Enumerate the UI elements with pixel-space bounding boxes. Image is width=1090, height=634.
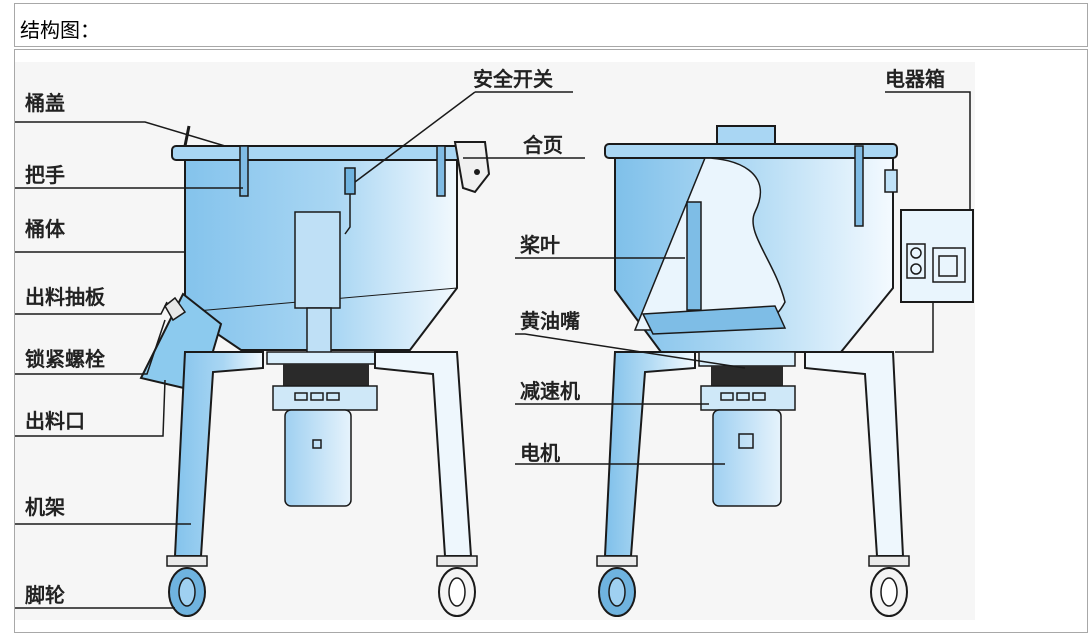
label-paddle: 桨叶 [520,233,560,257]
title-cell: 结构图： [14,3,1088,47]
callout-labels: 桶盖 把手 桶体 出料抽板 锁紧螺栓 出料口 机架 脚轮 安全开关 合页 电器箱… [25,67,945,607]
label-caster: 脚轮 [25,583,65,607]
leader-lines [15,91,971,609]
label-grease-nipple: 黄油嘴 [520,309,580,333]
page-title: 结构图： [20,18,100,42]
structure-diagram: 桶盖 把手 桶体 出料抽板 锁紧螺栓 出料口 机架 脚轮 安全开关 合页 电器箱… [15,62,975,620]
left-mixer [139,125,491,617]
label-electric-box: 电器箱 [885,67,945,91]
right-mixer [596,125,974,617]
label-barrel: 桶体 [25,217,66,241]
label-frame: 机架 [25,495,65,519]
label-hinge: 合页 [523,133,563,157]
label-safety-switch: 安全开关 [473,67,553,91]
label-discharge-gate: 出料抽板 [25,285,106,309]
label-discharge-outlet: 出料口 [25,409,85,433]
label-motor: 电机 [520,441,560,465]
label-reducer: 减速机 [520,379,580,403]
label-locking-bolt: 锁紧螺栓 [25,347,105,371]
label-lid: 桶盖 [25,91,65,115]
label-handle: 把手 [25,163,65,187]
